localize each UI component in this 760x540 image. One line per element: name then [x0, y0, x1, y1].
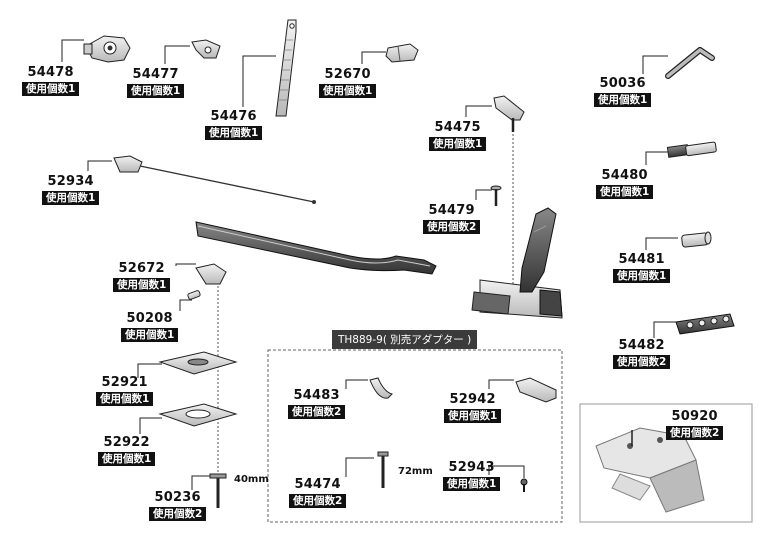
part-number: 52942 — [449, 392, 496, 407]
wheel-tray-drawing — [195, 221, 437, 275]
part-number: 52934 — [47, 174, 94, 189]
part-label-54482: 54482 使用個数2 — [613, 338, 671, 369]
part-number: 52670 — [324, 67, 371, 82]
quantity-badge: 使用個数1 — [96, 392, 154, 406]
quantity-badge: 使用個数2 — [289, 494, 347, 508]
part-number: 54480 — [601, 168, 648, 183]
quantity-badge: 使用個数1 — [444, 409, 502, 423]
quantity-badge: 使用個数1 — [121, 328, 179, 342]
quantity-badge: 使用個数1 — [42, 191, 100, 205]
part-label-54480: 54480 使用個数1 — [596, 168, 654, 199]
part-label-54483: 54483 使用個数2 — [288, 388, 346, 419]
part-label-54476: 54476 使用個数1 — [205, 109, 263, 140]
part-54482-drawing — [675, 313, 735, 335]
part-number: 54476 — [210, 109, 257, 124]
part-number: 52922 — [103, 435, 150, 450]
part-label-52922: 52922 使用個数1 — [98, 435, 156, 466]
part-label-52934: 52934 使用個数1 — [42, 174, 100, 205]
part-50236-drawing — [209, 473, 227, 508]
part-52921-drawing — [158, 351, 238, 375]
part-number: 54477 — [132, 67, 179, 82]
part-label-54475: 54475 使用個数1 — [429, 120, 487, 151]
part-54480-drawing — [666, 141, 717, 158]
quantity-badge: 使用個数1 — [98, 452, 156, 466]
part-number: 50036 — [599, 76, 646, 91]
part-52942-drawing — [515, 377, 557, 403]
part-54474-drawing — [377, 451, 389, 488]
part-label-50036: 50036 使用個数1 — [594, 76, 652, 107]
part-number: 50920 — [671, 409, 718, 424]
dimension-40mm: 40mm — [234, 474, 269, 485]
arm-assembly-drawing — [471, 207, 563, 319]
adapter-kit-title: TH889-9( 別売アダプター ) — [332, 330, 478, 349]
part-label-52942: 52942 使用個数1 — [444, 392, 502, 423]
quantity-badge: 使用個数1 — [113, 278, 171, 292]
part-label-52921: 52921 使用個数1 — [96, 375, 154, 406]
part-number: 54478 — [27, 65, 74, 80]
part-52934-drawing — [113, 155, 316, 204]
part-52672-drawing — [195, 263, 227, 285]
part-label-52672: 52672 使用個数1 — [113, 261, 171, 292]
quantity-badge: 使用個数1 — [613, 269, 671, 283]
part-label-54479: 54479 使用個数2 — [423, 203, 481, 234]
quantity-badge: 使用個数2 — [666, 426, 724, 440]
part-label-54477: 54477 使用個数1 — [127, 67, 185, 98]
adapter-kit-frame — [267, 349, 563, 523]
quantity-badge: 使用個数2 — [613, 355, 671, 369]
part-52922-drawing — [158, 403, 238, 427]
quantity-badge: 使用個数1 — [594, 93, 652, 107]
quantity-badge: 使用個数1 — [22, 82, 80, 96]
part-number: 54475 — [434, 120, 481, 135]
part-50920-drawing — [595, 427, 705, 513]
quantity-badge: 使用個数1 — [205, 126, 263, 140]
part-54476-drawing — [275, 19, 297, 117]
part-number: 50208 — [126, 311, 173, 326]
quantity-badge: 使用個数2 — [288, 405, 346, 419]
part-54481-drawing — [681, 231, 712, 248]
part-label-50208: 50208 使用個数1 — [121, 311, 179, 342]
part-label-50236: 50236 使用個数2 — [149, 490, 207, 521]
part-52670-drawing — [385, 43, 419, 63]
part-54477-drawing — [191, 39, 221, 59]
quantity-badge: 使用個数1 — [443, 477, 501, 491]
quantity-badge: 使用個数1 — [127, 84, 185, 98]
quantity-badge: 使用個数2 — [149, 507, 207, 521]
part-number: 54474 — [294, 477, 341, 492]
part-50208-drawing — [187, 290, 201, 300]
part-number: 52672 — [118, 261, 165, 276]
part-number: 54479 — [428, 203, 475, 218]
part-number: 52921 — [101, 375, 148, 390]
part-label-54478: 54478 使用個数1 — [22, 65, 80, 96]
part-50036-drawing — [665, 47, 715, 79]
part-number: 52943 — [448, 460, 495, 475]
part-number: 50236 — [154, 490, 201, 505]
quantity-badge: 使用個数2 — [423, 220, 481, 234]
quantity-badge: 使用個数1 — [596, 185, 654, 199]
part-number: 54481 — [618, 252, 665, 267]
part-54478-drawing — [83, 35, 131, 63]
part-54479-drawing — [490, 185, 502, 206]
quantity-badge: 使用個数1 — [319, 84, 377, 98]
part-label-54474: 54474 使用個数2 — [289, 477, 347, 508]
part-label-50920: 50920 使用個数2 — [666, 409, 724, 440]
assembly-lines — [217, 130, 514, 478]
quantity-badge: 使用個数1 — [429, 137, 487, 151]
part-label-52670: 52670 使用個数1 — [319, 67, 377, 98]
leader-lines — [61, 39, 678, 490]
part-54483-drawing — [369, 377, 393, 399]
part-number: 54483 — [293, 388, 340, 403]
part-label-52943: 52943 使用個数1 — [443, 460, 501, 491]
part-number: 54482 — [618, 338, 665, 353]
dimension-72mm: 72mm — [398, 466, 433, 477]
part-52943-drawing — [520, 478, 528, 492]
part-54475-drawing — [493, 95, 525, 132]
part-label-54481: 54481 使用個数1 — [613, 252, 671, 283]
